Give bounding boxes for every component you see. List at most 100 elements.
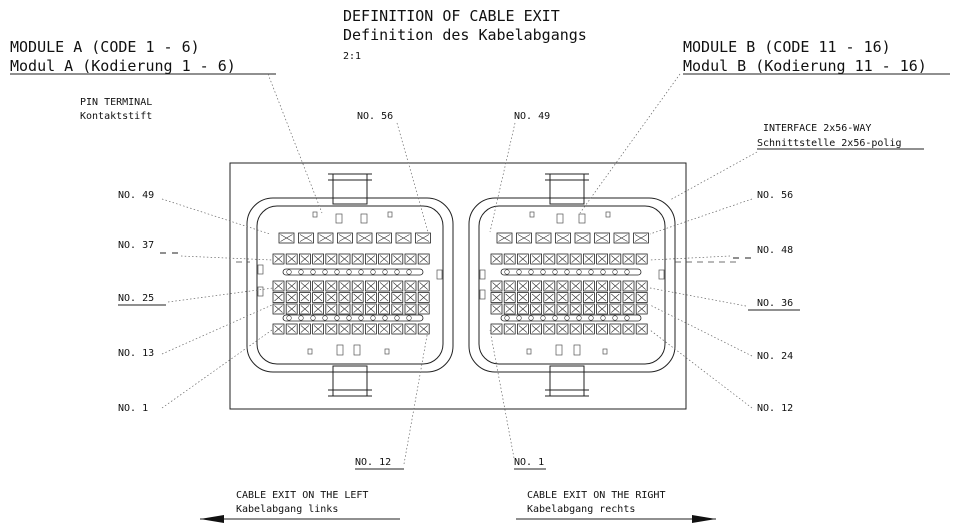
leader-b-no-48: [649, 255, 731, 261]
pin-terminal-cell: [613, 232, 630, 244]
pin-bar-row: [500, 314, 642, 322]
pin-terminal-cell: [543, 303, 556, 315]
pin-terminal-cell: [312, 303, 325, 315]
pin-terminal-cell: [325, 323, 338, 335]
pin-terminal-cell: [635, 253, 648, 265]
pin-terminal-cell: [635, 280, 648, 292]
pin-terminal-cell: [285, 292, 298, 303]
pin-terminal-cell: [404, 323, 417, 335]
label-top-no-49: NO. 49: [514, 111, 550, 122]
pin-terminal-cell: [609, 323, 622, 335]
module-a-title-en: MODULE A (CODE 1 - 6): [10, 38, 200, 56]
pin-terminal-cell: [583, 280, 595, 292]
pin-terminal-cell: [272, 253, 285, 265]
pin-terminal-cell: [622, 280, 635, 292]
leader-top-no-56: [396, 122, 429, 233]
pin-terminal-cell: [609, 253, 622, 265]
pin-terminal-cell: [556, 292, 569, 303]
module-b-pin-grid: [490, 232, 649, 335]
interface-de: Schnittstelle 2x56-polig: [757, 138, 902, 149]
pin-terminal-cell: [535, 232, 552, 244]
module-b-title-de: Modul B (Kodierung 11 - 16): [683, 57, 927, 75]
pin-terminal-cell: [417, 323, 430, 335]
pin-terminal-cell: [404, 280, 417, 292]
label-bottom-no-1: NO. 1: [514, 457, 544, 468]
module-a-title-de: Modul A (Kodierung 1 - 6): [10, 57, 236, 75]
leader-bottom-no-1: [489, 329, 515, 459]
pin-terminal-cell: [596, 253, 608, 265]
pin-terminal-cell: [364, 303, 377, 315]
pin-terminal-cell: [364, 280, 377, 292]
pin-terminal-cell: [503, 292, 516, 303]
pin-terminal-cell: [635, 323, 648, 335]
label-a-no-1: NO. 1: [118, 403, 148, 414]
pin-terminal-cell: [312, 292, 325, 303]
leader-b-no-12: [649, 329, 753, 409]
pin-terminal-cell: [530, 303, 542, 315]
pin-terminal-cell: [378, 280, 391, 292]
scale-label: 2:1: [343, 51, 361, 62]
pin-terminal-cell: [517, 323, 529, 335]
pin-terminal-cell: [298, 303, 311, 315]
pin-terminal-cell: [516, 232, 532, 244]
pin-terminal-cell: [594, 232, 610, 244]
module-b-title-en: MODULE B (CODE 11 - 16): [683, 38, 891, 56]
pin-terminal-cell: [395, 232, 412, 244]
cable-exit-left-en: CABLE EXIT ON THE LEFT: [236, 490, 368, 501]
pin-terminal-cell: [490, 253, 503, 265]
leader-interface: [669, 151, 758, 201]
pin-terminal-cell: [417, 292, 430, 303]
pin-terminal-cell: [622, 303, 635, 315]
pin-terminal-cell: [298, 292, 311, 303]
pin-terminal-cell: [569, 323, 582, 335]
module-a-pin-grid: [272, 232, 431, 335]
pin-terminal-cell: [285, 280, 298, 292]
pin-terminal-cell: [583, 323, 595, 335]
label-b-no-12: NO. 12: [757, 403, 793, 414]
pin-terminal-cell: [272, 323, 285, 335]
label-a-no-25: NO. 25: [118, 293, 154, 304]
pin-terminal-cell: [391, 303, 404, 315]
pin-terminal-cell: [583, 292, 595, 303]
pin-terminal-cell: [490, 280, 503, 292]
pin-terminal-cell: [351, 323, 364, 335]
pin-terminal-cell: [351, 303, 364, 315]
pin-terminal-cell: [517, 292, 529, 303]
pin-bar-row: [282, 314, 424, 322]
pin-terminal-cell: [503, 280, 516, 292]
pin-terminal-cell: [609, 280, 622, 292]
pin-terminal-cell: [351, 253, 364, 265]
pin-terminal-cell: [517, 253, 529, 265]
pin-terminal-cell: [622, 323, 635, 335]
title-en: DEFINITION OF CABLE EXIT: [343, 7, 560, 25]
pin-terminal-cell: [490, 323, 503, 335]
pin-terminal-cell: [404, 303, 417, 315]
pin-terminal-cell: [496, 232, 513, 244]
pin-terminal-cell: [338, 253, 351, 265]
module-a-inner-frame: [256, 205, 444, 365]
pin-terminal-cell: [298, 323, 311, 335]
pin-terminal-cell: [391, 292, 404, 303]
pin-terminal-cell: [338, 323, 351, 335]
pin-terminal-cell: [503, 323, 516, 335]
leader-a-no-13: [161, 304, 273, 355]
pin-terminal-cell: [556, 280, 569, 292]
pin-terminal-cell: [364, 253, 377, 265]
pin-terminal-cell: [325, 280, 338, 292]
pin-terminal-cell: [285, 303, 298, 315]
module-a-code-tab: [360, 213, 368, 224]
leader-pin-terminal: [267, 73, 323, 214]
arrow-right-icon: [692, 515, 716, 523]
pin-terminal-cell: [622, 292, 635, 303]
pin-terminal-cell: [543, 292, 556, 303]
module-b-code-tab: [578, 213, 586, 224]
pin-terminal-cell: [569, 253, 582, 265]
pin-terminal-cell: [569, 280, 582, 292]
pin-terminal-cell: [272, 280, 285, 292]
pin-terminal-cell: [609, 303, 622, 315]
pin-terminal-cell: [490, 292, 503, 303]
module-a-code-tab: [335, 213, 343, 224]
pin-terminal-cell: [530, 323, 542, 335]
